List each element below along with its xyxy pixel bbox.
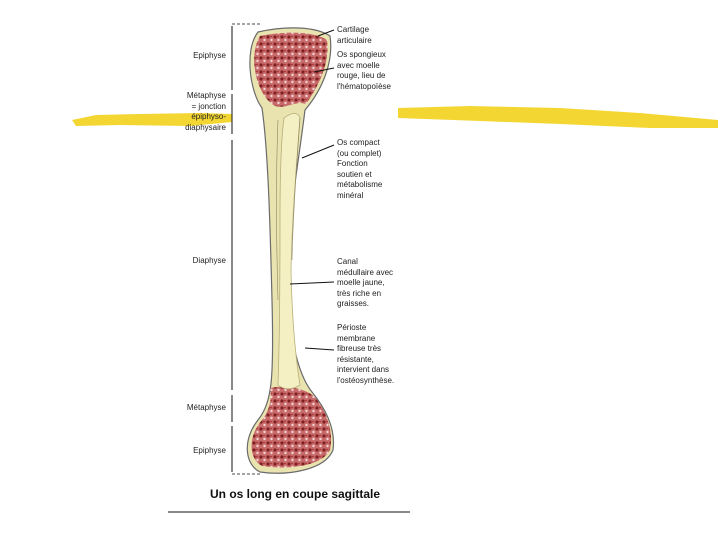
label-line: Cartilage — [337, 25, 372, 36]
label-line: (ou complet) — [337, 149, 382, 160]
label-line: l'ostéosynthèse. — [337, 376, 394, 387]
label-line: rouge, lieu de — [337, 71, 391, 82]
label-epiphyse-bottom: Epiphyse — [193, 446, 226, 457]
label-line: Os spongieux — [337, 50, 391, 61]
medullary-canal — [278, 114, 300, 389]
label-diaphyse: Diaphyse — [193, 256, 226, 267]
label-line: diaphysaire — [185, 123, 226, 134]
label-line: soutien et — [337, 170, 382, 181]
label-line: moelle jaune, — [337, 278, 393, 289]
label-line: avec moelle — [337, 61, 391, 72]
label-line: métabolisme — [337, 180, 382, 191]
leader-os-compact — [302, 145, 334, 158]
caption: Un os long en coupe sagittale — [210, 487, 380, 501]
label-line: Fonction — [337, 159, 382, 170]
label-line: Os compact — [337, 138, 382, 149]
label-line: Epiphyse — [193, 51, 226, 62]
label-line: graisses. — [337, 299, 393, 310]
highlighter-stroke-right — [398, 106, 718, 128]
spongy-bone-top — [254, 33, 327, 107]
label-line: résistante, — [337, 355, 394, 366]
label-line: épiphyso- — [185, 112, 226, 123]
label-line: articulaire — [337, 36, 372, 47]
label-metaphyse-bottom: Métaphyse — [187, 403, 226, 414]
label-line: médullaire avec — [337, 268, 393, 279]
label-line: = jonction — [185, 102, 226, 113]
label-line: Métaphyse — [187, 403, 226, 414]
spongy-bone-bottom — [252, 387, 332, 468]
label-line: membrane — [337, 334, 394, 345]
label-epiphyse-top: Epiphyse — [193, 51, 226, 62]
label-line: minéral — [337, 191, 382, 202]
label-line: Epiphyse — [193, 446, 226, 457]
label-line: l'hématopoïèse — [337, 82, 391, 93]
label-line: intervient dans — [337, 365, 394, 376]
label-line: fibreuse très — [337, 344, 394, 355]
label-line: très riche en — [337, 289, 393, 300]
label-line: Canal — [337, 257, 393, 268]
label-line: Métaphyse — [185, 91, 226, 102]
leader-perioste — [305, 348, 334, 350]
leader-canal — [290, 282, 334, 284]
label-line: Diaphyse — [193, 256, 226, 267]
label-line: Périoste — [337, 323, 394, 334]
